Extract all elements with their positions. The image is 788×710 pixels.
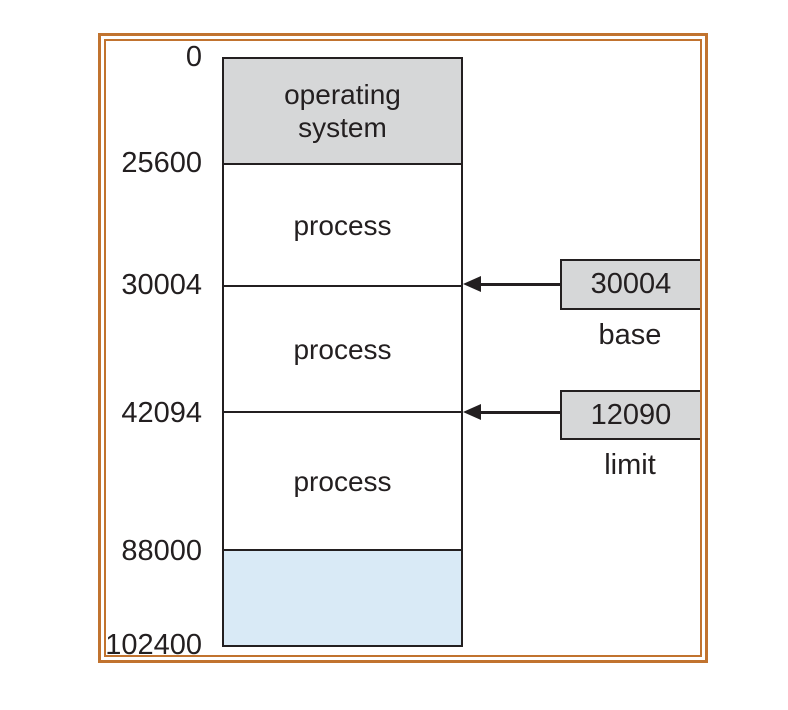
address-label-30004: 30004	[121, 269, 202, 301]
base-register-label: base	[598, 319, 662, 351]
address-label-102400: 102400	[105, 629, 202, 661]
figure-frame-inner	[104, 39, 702, 657]
process-2-label: process	[293, 333, 392, 365]
limit-arrow-line	[478, 411, 560, 414]
memory-section-process-1: process	[224, 165, 461, 287]
limit-register-box: 12090	[560, 390, 700, 440]
base-register-box: 30004	[560, 259, 700, 310]
limit-register-value: 12090	[590, 398, 672, 431]
memory-section-operating-system: operating system	[224, 59, 461, 165]
limit-arrowhead-icon	[463, 404, 481, 420]
address-label-0: 0	[185, 41, 202, 73]
memory-column: operating system process process process	[222, 57, 463, 647]
process-1-label: process	[293, 209, 392, 241]
limit-register-label: limit	[604, 449, 656, 481]
base-register-value: 30004	[590, 268, 672, 300]
address-label-88000: 88000	[121, 535, 202, 567]
base-arrowhead-icon	[463, 276, 481, 292]
base-arrow-line	[478, 283, 560, 286]
memory-section-process-2: process	[224, 287, 461, 413]
memory-section-free-space	[224, 551, 461, 645]
address-label-25600: 25600	[121, 147, 202, 179]
address-label-42094: 42094	[121, 397, 202, 429]
process-3-label: process	[293, 465, 392, 497]
operating-system-label: operating system	[284, 79, 401, 143]
figure-frame-outer	[98, 33, 708, 663]
memory-section-process-3: process	[224, 413, 461, 551]
